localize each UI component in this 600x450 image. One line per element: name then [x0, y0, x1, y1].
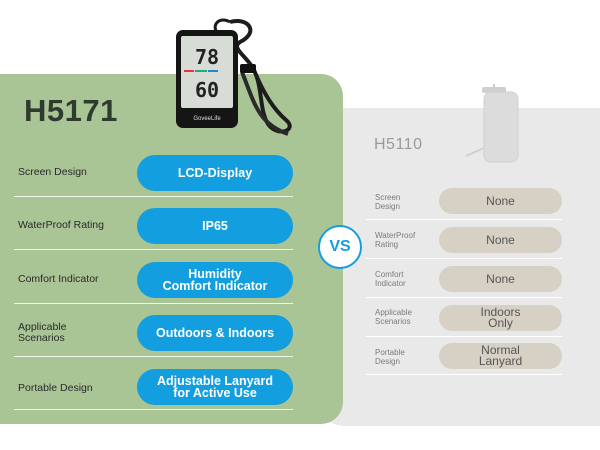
h5171-value-scenarios: Outdoors & Indoors [137, 315, 293, 351]
device-temp-readout: 78 [195, 45, 219, 69]
h5171-row-label-portable: Portable Design [18, 382, 93, 394]
h5110-value-portable: Normal Lanyard [439, 343, 562, 369]
device-humidity-readout: 60 [195, 78, 219, 102]
h5171-value-waterproof: IP65 [137, 208, 293, 244]
h5171-row-label-screen: Screen Design [18, 166, 87, 178]
device-brand-logo: GoveeLife [193, 116, 221, 122]
h5110-row-label-scenarios: Applicable Scenarios [375, 308, 412, 326]
h5171-row-label-waterproof: WaterProof Rating [18, 219, 104, 231]
row-divider [14, 356, 293, 357]
h5171-value-screen: LCD-Display [137, 155, 293, 191]
h5110-value-scenarios: Indoors Only [439, 305, 562, 331]
row-divider [14, 196, 293, 197]
h5110-device-image [465, 84, 519, 163]
row-divider [366, 258, 562, 259]
row-divider [14, 249, 293, 250]
row-divider [14, 303, 293, 304]
h5171-device-image: 78 60 GoveeLife [176, 18, 292, 136]
row-divider [366, 336, 562, 337]
h5110-value-comfort: None [439, 266, 562, 292]
h5171-value-comfort: Humidity Comfort Indicator [137, 262, 293, 298]
h5171-row-label-comfort: Comfort Indicator [18, 273, 99, 285]
h5171-row-label-scenarios: Applicable Scenarios [18, 321, 67, 344]
row-divider [366, 297, 562, 298]
h5110-row-label-screen: Screen Design [375, 193, 401, 211]
h5110-row-label-comfort: Comfort Indicator [375, 270, 406, 288]
vs-badge: VS [318, 225, 362, 269]
h5110-value-screen: None [439, 188, 562, 214]
h5110-row-label-portable: Portable Design [375, 348, 405, 366]
h5171-value-portable: Adjustable Lanyard for Active Use [137, 369, 293, 405]
h5110-title: H5110 [374, 136, 423, 153]
row-divider [366, 374, 562, 375]
row-divider [366, 219, 562, 220]
row-divider [14, 409, 293, 410]
h5110-value-waterproof: None [439, 227, 562, 253]
h5171-title: H5171 [24, 93, 118, 128]
h5110-row-label-waterproof: WaterProof Rating [375, 231, 416, 249]
